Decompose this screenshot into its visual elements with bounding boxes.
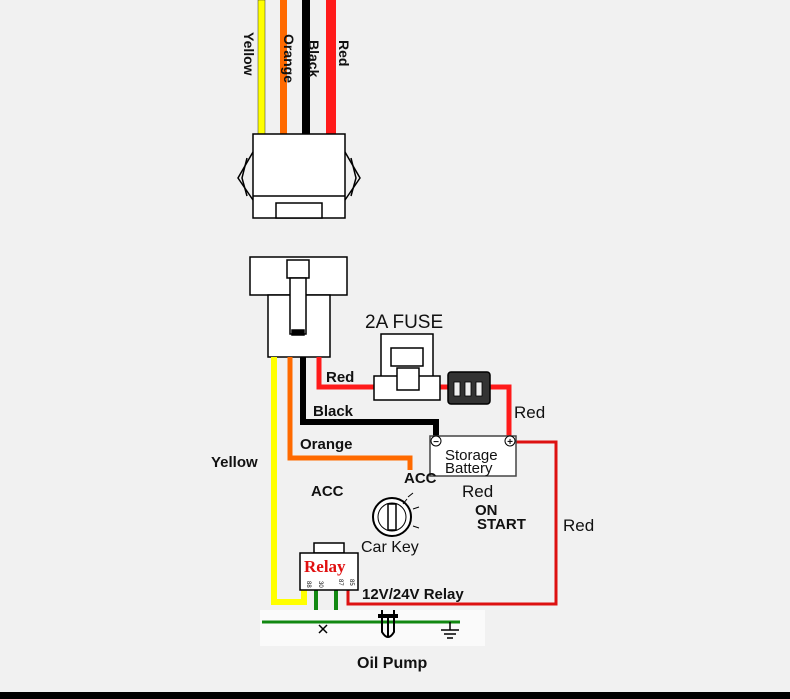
battery-label-battery: Battery xyxy=(445,460,493,477)
relay-icon xyxy=(299,542,359,591)
top-label-yellow: Yellow xyxy=(241,32,257,76)
relay-pin-85: 85 xyxy=(348,579,354,586)
top-wire-yellow xyxy=(257,0,266,135)
battery-plus: + xyxy=(507,437,513,448)
connector-housing-icon xyxy=(237,133,361,219)
pump-cross-icon xyxy=(318,624,328,634)
wire-red-fuse xyxy=(316,357,378,390)
relay-label: Relay xyxy=(304,557,346,576)
fuse-block-icon xyxy=(447,371,491,405)
wire-red-loop xyxy=(346,440,558,606)
label-orange: Orange xyxy=(300,436,353,453)
label-red-fuse: Red xyxy=(326,369,354,386)
top-wire-black xyxy=(302,0,310,134)
top-label-red: Red xyxy=(336,40,352,66)
wire-black xyxy=(300,357,439,436)
label-acc-right: ACC xyxy=(404,470,437,487)
pump-area xyxy=(260,610,485,646)
connector-socket-icon xyxy=(249,256,348,358)
label-red-right: Red xyxy=(563,516,594,535)
oil-pump-icon xyxy=(378,610,398,638)
ground-icon xyxy=(441,622,459,639)
relay-pin-87: 87 xyxy=(337,579,343,586)
label-key-red: Red xyxy=(462,482,493,501)
battery-label-storage: Storage xyxy=(445,447,498,464)
label-acc-left: ACC xyxy=(311,483,344,500)
top-label-black: Black xyxy=(306,40,322,78)
wire-yellow xyxy=(271,357,307,605)
relay-pin-30: 30 xyxy=(317,581,323,588)
wire-orange xyxy=(287,357,413,470)
ignition-key-icon xyxy=(372,492,420,537)
battery-minus: − xyxy=(433,437,439,448)
label-key-start: START xyxy=(477,516,526,533)
fuse-holder-icon xyxy=(373,333,441,401)
label-relay-type: 12V/24V Relay xyxy=(362,586,464,603)
label-key-on: ON xyxy=(475,502,498,519)
label-car-key: Car Key xyxy=(361,539,419,556)
bottom-border xyxy=(0,692,790,699)
label-oil-pump: Oil Pump xyxy=(357,655,427,672)
top-label-orange: Orange xyxy=(281,34,297,83)
top-wire-orange xyxy=(280,0,287,134)
fuse-label: 2A FUSE xyxy=(365,312,443,333)
label-black: Black xyxy=(313,403,354,420)
relay-pin-88: 88 xyxy=(305,581,311,588)
battery-icon xyxy=(429,435,517,477)
wire-red-battery xyxy=(488,384,512,436)
top-wire-red xyxy=(326,0,336,134)
label-yellow: Yellow xyxy=(211,454,258,471)
label-red-battery: Red xyxy=(514,403,545,422)
